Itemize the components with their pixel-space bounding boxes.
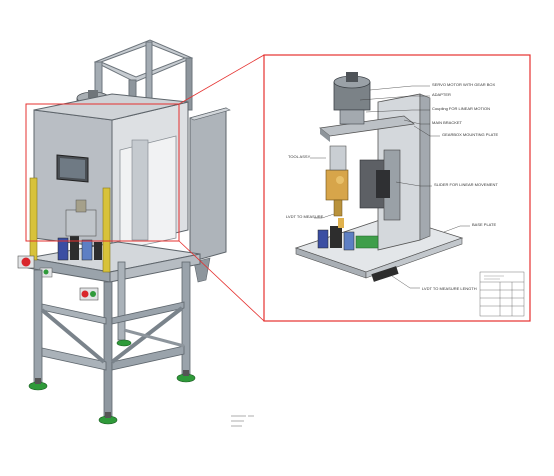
detail-assembly [294, 72, 464, 282]
callout-main-bracket: MAIN BRACKET [432, 120, 463, 125]
callout-gearbox-plate: GEARBOX MOUNTING PLATE [442, 132, 498, 137]
callout-adapter: ADAPTER [432, 92, 451, 97]
callout-coupling: Coupling FOR LINEAR MOTION [432, 106, 490, 111]
highlight-box [25, 103, 180, 242]
hmi-screen [56, 154, 89, 183]
callout-tool-assy: TOOL ASSY [288, 154, 311, 159]
estop-buttons [17, 255, 99, 301]
machine-assembly [17, 39, 231, 425]
callout-servo-motor: SERVO MOTOR WITH GEAR BOX [432, 82, 496, 87]
stand-frame [33, 261, 191, 417]
callout-slider: SLIDER FOR LINEAR MOVEMENT [434, 182, 498, 187]
callout-leaders [310, 85, 470, 289]
callout-lvdt-length: LVDT TO MEASURE LENGTH [422, 286, 477, 291]
cabinet [33, 93, 189, 251]
tooling-components [57, 199, 102, 261]
leveling-feet [28, 339, 196, 425]
callout-base-plate: BASE PLATE [472, 222, 496, 227]
footnote-block [231, 415, 254, 427]
callout-lvdt-1: LVDT TO MEASURE [286, 214, 324, 219]
work-table [27, 241, 201, 283]
callout-labels: SERVO MOTOR WITH GEAR BOX ADAPTER Coupli… [286, 82, 498, 291]
title-block [479, 271, 525, 317]
zoom-connector-lines [178, 54, 265, 322]
